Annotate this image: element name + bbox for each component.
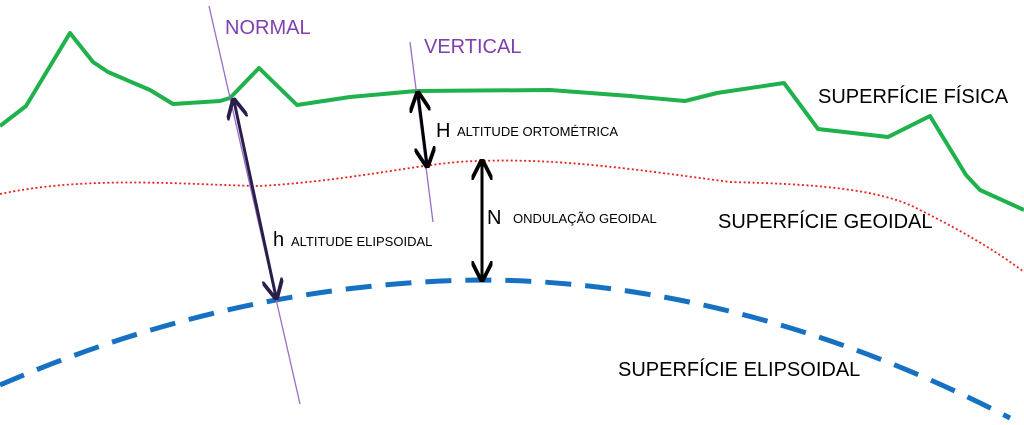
geoid-surface-label: SUPERFÍCIE GEOIDAL	[718, 210, 933, 233]
ellipsoid-surface-curve	[0, 277, 1012, 421]
orthometric-height-text: ALTITUDE ORTOMÉTRICA	[457, 124, 618, 139]
orthometric-height-arrow	[418, 94, 427, 165]
normal-line	[208, 5, 301, 405]
orthometric-height-symbol: H	[436, 120, 450, 142]
ellipsoidal-height-text: ALTITUDE ELIPSOIDAL	[291, 234, 432, 249]
ellipsoidal-height-symbol: h	[273, 229, 284, 251]
geoid-undulation-symbol: N	[487, 207, 501, 229]
ellipsoid-surface-label: SUPERFÍCIE ELIPSOIDAL	[618, 358, 860, 381]
physical-surface-label: SUPERFÍCIE FÍSICA	[818, 85, 1009, 108]
normal-label: NORMAL	[225, 17, 311, 39]
physical-surface-line	[0, 31, 1024, 212]
vertical-label: VERTICAL	[424, 36, 521, 58]
geoid-undulation-text: ONDULAÇÃO GEOIDAL	[513, 211, 657, 226]
ellipsoidal-height-arrow	[234, 101, 276, 297]
geoid-surface-curve	[0, 159, 1024, 273]
